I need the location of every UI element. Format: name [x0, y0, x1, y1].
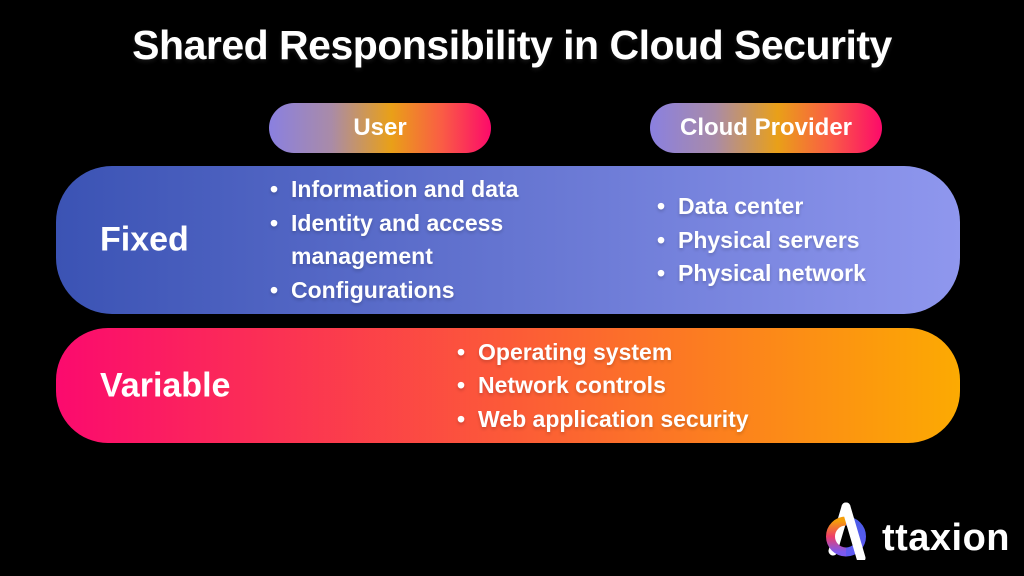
- fixed-row-label: Fixed: [100, 220, 189, 259]
- bullet-item: Data center: [657, 190, 866, 224]
- user-column-header: User: [269, 103, 491, 153]
- fixed-provider-items-list: Data center Physical servers Physical ne…: [657, 190, 866, 291]
- fixed-user-items-list: Information and data Identity and access…: [270, 173, 550, 307]
- bullet-item: Operating system: [457, 335, 749, 369]
- variable-responsibilities-row: Variable Operating system Network contro…: [56, 328, 960, 443]
- attaxion-logo-text: ttaxion: [881, 517, 1010, 559]
- bullet-item: Network controls: [457, 369, 749, 403]
- bullet-item: Web application security: [457, 402, 749, 436]
- user-column-label: User: [353, 114, 407, 141]
- page-title: Shared Responsibility in Cloud Security: [132, 22, 892, 68]
- bullet-item: Physical servers: [657, 223, 866, 257]
- provider-column-label: Cloud Provider: [679, 114, 853, 141]
- attaxion-logo-mark: [826, 502, 866, 560]
- provider-column-header: Cloud Provider: [650, 103, 882, 153]
- bullet-item: Configurations: [270, 274, 550, 308]
- bullet-item: Identity and access management: [270, 207, 550, 274]
- bullet-item: Physical network: [657, 257, 866, 291]
- variable-row-label: Variable: [100, 366, 231, 404]
- variable-items-list: Operating system Network controls Web ap…: [457, 335, 749, 436]
- fixed-responsibilities-row: Fixed Information and data Identity and …: [56, 166, 960, 314]
- bullet-item: Information and data: [270, 173, 550, 207]
- attaxion-logo: ttaxion: [819, 500, 1010, 560]
